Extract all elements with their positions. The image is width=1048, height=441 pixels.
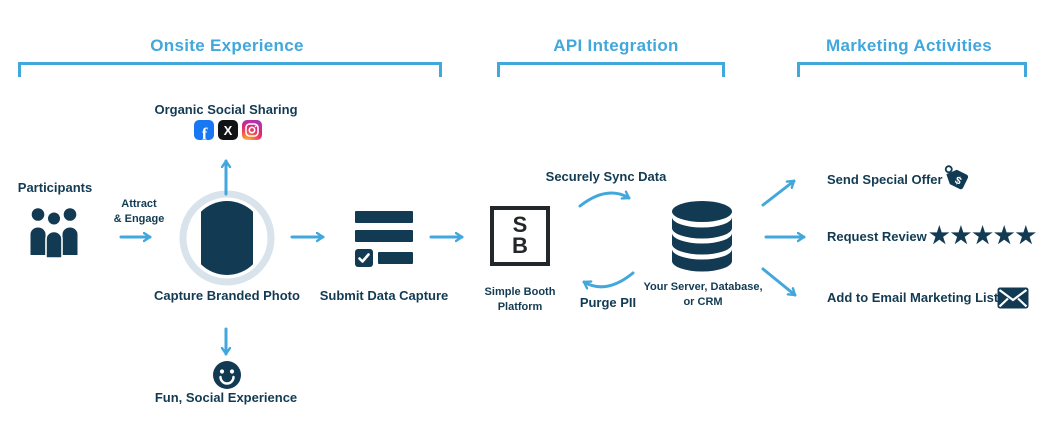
smiley-icon xyxy=(212,360,242,390)
svg-text:f: f xyxy=(202,125,208,141)
envelope-icon xyxy=(997,287,1029,309)
organic-social-sharing-label: Organic Social Sharing xyxy=(154,102,298,117)
capture-branded-photo-label: Capture Branded Photo xyxy=(154,288,300,303)
add-to-email-marketing-list-label: Add to Email Marketing List xyxy=(827,290,999,305)
svg-text:X: X xyxy=(224,123,233,138)
arrow-db-to-offer xyxy=(761,179,796,207)
your-server-database-crm-label: Your Server, Database, or CRM xyxy=(643,281,763,308)
x-icon: X xyxy=(218,120,238,140)
section-bracket-onsite xyxy=(18,62,442,77)
securely-sync-data-label: Securely Sync Data xyxy=(545,169,667,184)
form-bar-2 xyxy=(355,230,413,242)
section-bracket-marketing xyxy=(797,62,1027,77)
send-special-offer-label: Send Special Offer xyxy=(827,172,943,187)
section-title-onsite: Onsite Experience xyxy=(150,36,304,55)
form-bar-1 xyxy=(355,211,413,223)
submit-data-capture-label: Submit Data Capture xyxy=(319,288,449,303)
simple-booth-logo: S B xyxy=(490,206,550,266)
instagram-icon xyxy=(242,120,262,140)
arrow-sync-top-curve xyxy=(578,193,631,208)
section-title-marketing: Marketing Activities xyxy=(826,36,992,55)
request-review-label: Request Review xyxy=(827,229,927,244)
social-icons-row: f X xyxy=(194,120,262,140)
svg-text:$: $ xyxy=(953,174,964,187)
price-tag-icon: $ xyxy=(940,165,972,195)
participants-icon xyxy=(29,206,79,258)
five-stars-icon: ★★★★★ xyxy=(929,222,1038,248)
purge-pii-label: Purge PII xyxy=(579,295,637,310)
facebook-icon: f xyxy=(194,120,214,140)
photo-booth-icon xyxy=(179,190,275,286)
checkbox-icon xyxy=(355,249,373,267)
sb-logo-letter-b: B xyxy=(512,233,528,258)
simple-booth-platform-label: Simple Booth Platform xyxy=(484,286,556,313)
form-bar-3 xyxy=(378,252,413,264)
fun-social-experience-label: Fun, Social Experience xyxy=(154,390,298,405)
participants-label: Participants xyxy=(17,180,93,195)
sb-logo-letter-s: S xyxy=(512,212,528,238)
section-bracket-api xyxy=(497,62,725,77)
attract-engage-label: Attract & Engage xyxy=(113,198,165,225)
section-title-api: API Integration xyxy=(553,36,679,55)
database-icon xyxy=(670,201,734,273)
